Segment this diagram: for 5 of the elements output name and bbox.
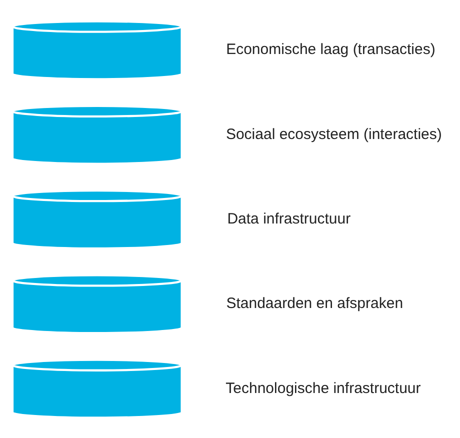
node-label: Data infrastructuur: [227, 210, 351, 227]
node-label: Sociaal ecosysteem (interacties): [226, 125, 442, 142]
node-label: Standaarden en afspraken: [226, 294, 404, 312]
node-label: Technologische infrastructuur: [226, 379, 421, 396]
node-label: Economische laag (transacties): [226, 40, 436, 58]
